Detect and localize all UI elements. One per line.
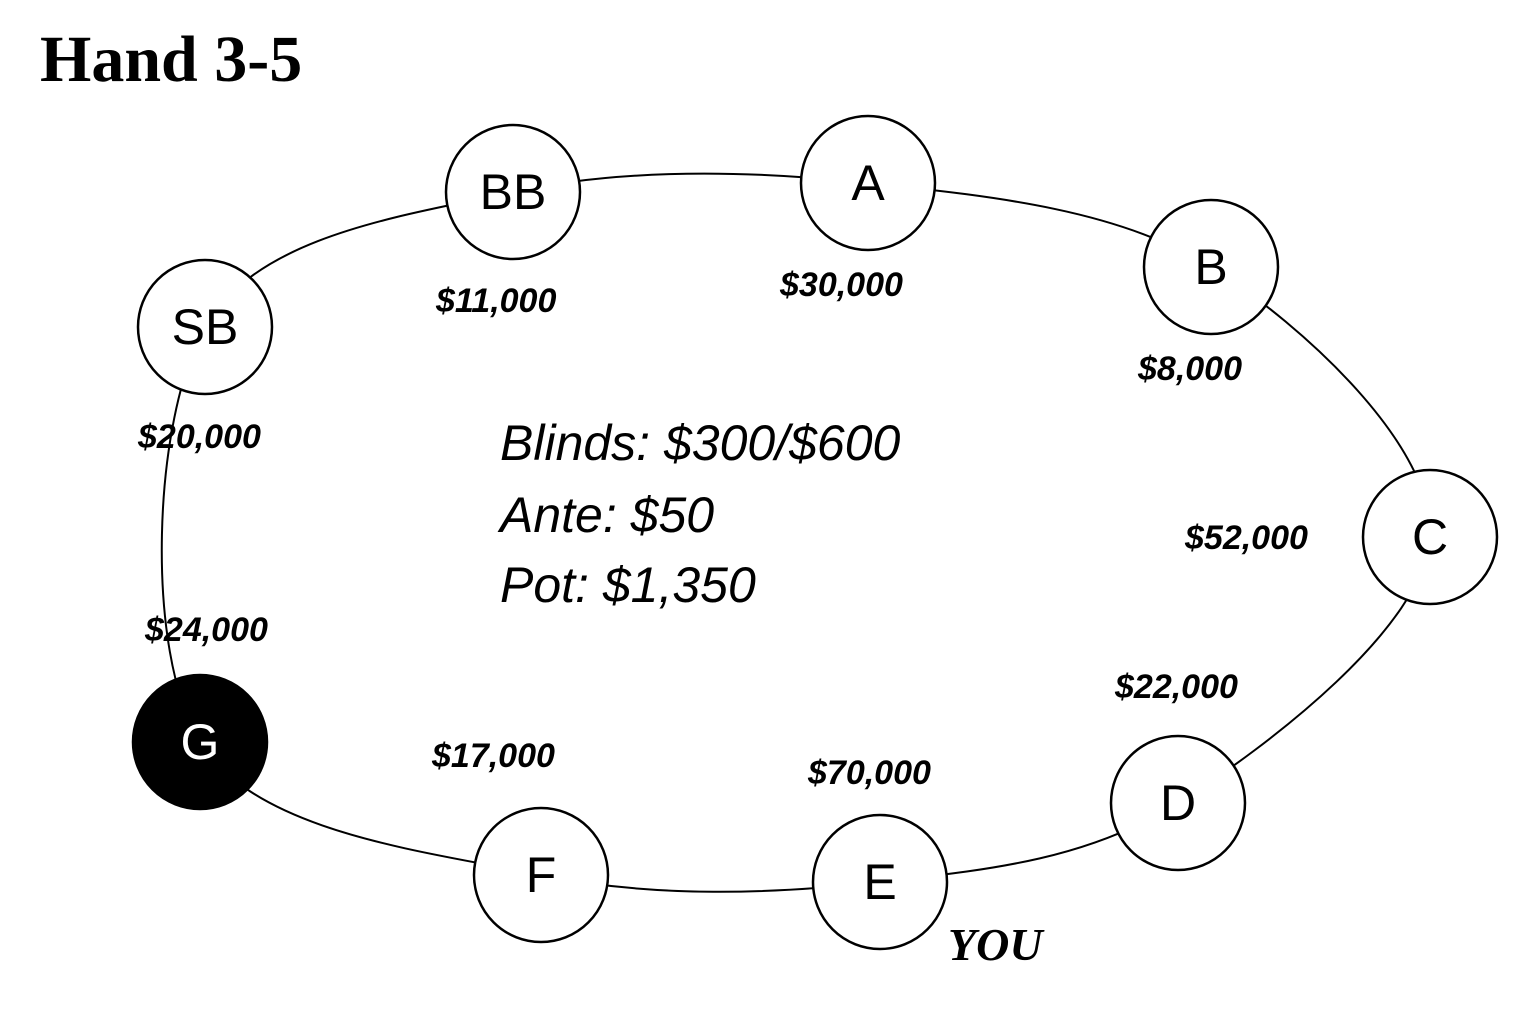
- seat-label: G: [181, 714, 220, 770]
- seat-circle: [136, 258, 274, 396]
- seat-bb: BB $11,000: [435, 123, 582, 320]
- seat-stack: $11,000: [435, 282, 556, 320]
- seat-g: G $24,000: [131, 611, 269, 811]
- seat-circle: [472, 806, 610, 944]
- you-label: YOU: [948, 919, 1045, 970]
- seat-stack: $24,000: [144, 611, 268, 649]
- seat-b: B $8,000: [1137, 198, 1280, 388]
- seat-c: C $52,000: [1184, 468, 1499, 606]
- seat-circle: [131, 673, 269, 811]
- ante-text: Ante: $50: [497, 487, 714, 543]
- seat-circle: [444, 123, 582, 261]
- seat-label: F: [526, 847, 557, 903]
- seat-stack: $8,000: [1137, 350, 1242, 388]
- pot-text: Pot: $1,350: [500, 557, 756, 613]
- seat-label: A: [851, 155, 885, 211]
- seat-circle: [1142, 198, 1280, 336]
- seat-d: D $22,000: [1109, 668, 1247, 872]
- table-ring: [160, 172, 1432, 893]
- seat-label: SB: [172, 299, 239, 355]
- seat-circle: [1109, 734, 1247, 872]
- seat-stack: $17,000: [431, 737, 555, 775]
- seat-stack: $52,000: [1184, 519, 1308, 557]
- seat-label: B: [1194, 239, 1227, 295]
- seat-circle: [799, 114, 937, 252]
- seat-label: C: [1412, 509, 1448, 565]
- seat-label: BB: [480, 164, 547, 220]
- blinds-text: Blinds: $300/$600: [500, 415, 901, 471]
- seat-label: E: [863, 854, 896, 910]
- seat-circle: [1361, 468, 1499, 606]
- seat-f: F $17,000: [431, 737, 610, 944]
- seat-a: A $30,000: [779, 114, 937, 304]
- seat-label: D: [1160, 775, 1196, 831]
- seat-sb: SB $20,000: [136, 258, 274, 456]
- seat-e: E $70,000: [807, 754, 949, 951]
- seat-stack: $30,000: [779, 266, 903, 304]
- seat-circle: [811, 813, 949, 951]
- seat-stack: $20,000: [137, 418, 261, 456]
- diagram-title: Hand 3-5: [40, 23, 303, 96]
- seat-stack: $70,000: [807, 754, 931, 792]
- seat-stack: $22,000: [1114, 668, 1238, 706]
